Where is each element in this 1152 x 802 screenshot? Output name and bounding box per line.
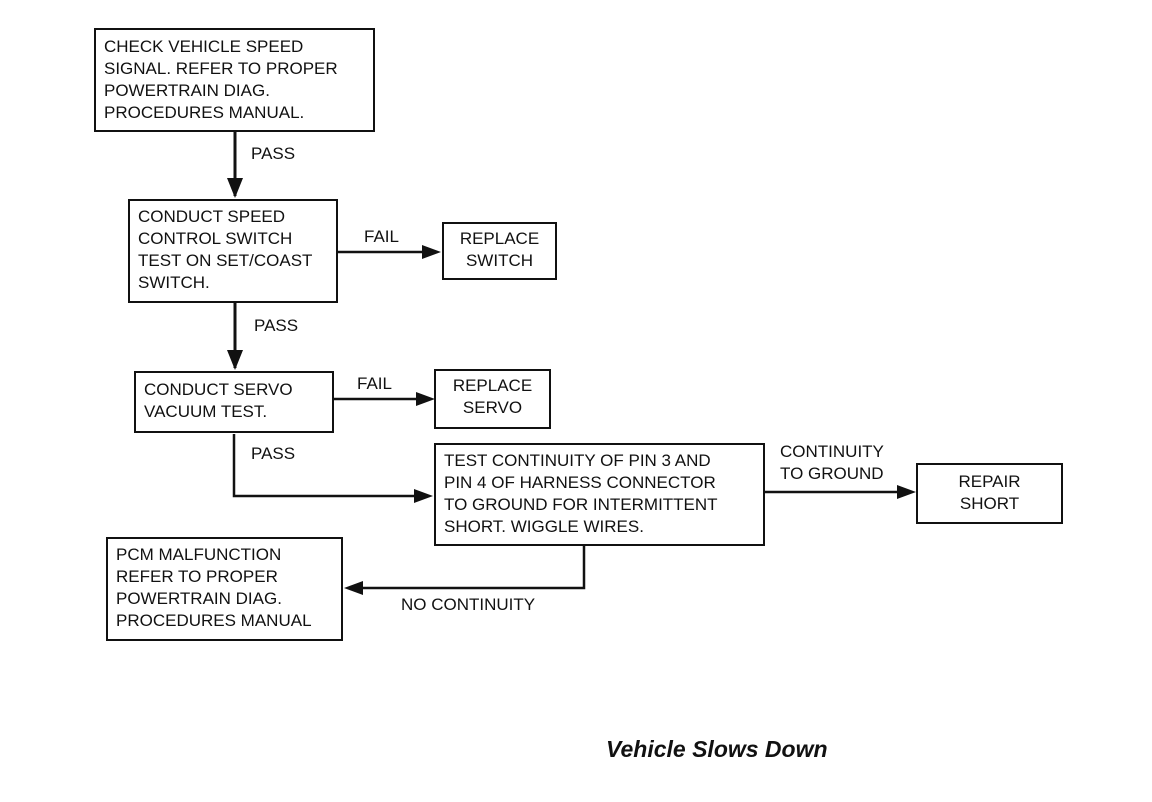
replace-switch-box: REPLACE SWITCH <box>442 222 557 280</box>
continuity-test-line: TO GROUND FOR INTERMITTENT <box>444 495 718 514</box>
repair-short-box: REPAIR SHORT <box>916 463 1063 524</box>
edge-label-pass: PASS <box>254 316 299 335</box>
pcm-malfunction-line: PROCEDURES MANUAL <box>116 611 312 630</box>
edge-label-continuity-to-ground: CONTINUITY TO GROUND <box>780 441 884 485</box>
switch-test-line: TEST ON SET/COAST <box>138 251 313 270</box>
replace-servo-box: REPLACE SERVO <box>434 369 551 429</box>
arrowhead-continuity-test-to-pcm-malfunction <box>344 581 363 595</box>
switch-test-line: CONDUCT SPEED <box>138 207 286 226</box>
replace-switch-line: REPLACE <box>459 229 540 248</box>
arrowhead-check-to-switch-test <box>227 178 243 198</box>
continuity-test-line: SHORT. WIGGLE WIRES. <box>444 517 644 536</box>
edge-label-no-continuity: NO CONTINUITY <box>401 595 536 614</box>
repair-short-line: REPAIR <box>958 472 1021 491</box>
replace-switch-line: SWITCH <box>465 251 534 270</box>
arrowhead-continuity-test-to-repair-short <box>897 485 916 499</box>
check-vss-line: CHECK VEHICLE SPEED <box>104 37 304 56</box>
pcm-malfunction-line: REFER TO PROPER <box>116 567 278 586</box>
servo-vacuum-test-box: CONDUCT SERVO VACUUM TEST. <box>134 371 334 433</box>
continuity-test-line: PIN 4 OF HARNESS CONNECTOR <box>444 473 716 492</box>
continuity-test-line: TEST CONTINUITY OF PIN 3 AND <box>444 451 711 470</box>
servo-test-line: VACUUM TEST. <box>144 402 268 421</box>
speed-control-switch-test-box: CONDUCT SPEED CONTROL SWITCH TEST ON SET… <box>128 199 338 303</box>
edge-label-fail: FAIL <box>364 227 399 246</box>
replace-servo-line: SERVO <box>462 398 523 417</box>
continuity-to-ground-line: TO GROUND <box>780 464 884 483</box>
check-vss-line: SIGNAL. REFER TO PROPER <box>104 59 338 78</box>
pcm-malfunction-box: PCM MALFUNCTION REFER TO PROPER POWERTRA… <box>106 537 343 641</box>
check-vss-line: POWERTRAIN DIAG. <box>104 81 270 100</box>
arrowhead-switch-test-to-servo-test <box>227 350 243 370</box>
edge-label-pass: PASS <box>251 144 296 163</box>
continuity-to-ground-line: CONTINUITY <box>780 442 884 461</box>
switch-test-line: CONTROL SWITCH <box>138 229 293 248</box>
repair-short-line: SHORT <box>959 494 1020 513</box>
edge-label-pass: PASS <box>251 444 296 463</box>
edge-label-fail: FAIL <box>357 374 392 393</box>
diagram-caption: Vehicle Slows Down <box>606 736 828 762</box>
pcm-malfunction-line: PCM MALFUNCTION <box>116 545 282 564</box>
arrow-continuity-test-to-pcm-malfunction <box>357 545 586 590</box>
arrowhead-switch-test-to-replace-switch <box>422 245 441 259</box>
check-vehicle-speed-box: CHECK VEHICLE SPEED SIGNAL. REFER TO PRO… <box>94 28 375 132</box>
servo-test-line: CONDUCT SERVO <box>144 380 293 399</box>
replace-servo-line: REPLACE <box>452 376 533 395</box>
arrow-servo-test-to-continuity-test <box>232 434 420 498</box>
arrowhead-servo-test-to-replace-servo <box>416 392 435 406</box>
continuity-test-box: TEST CONTINUITY OF PIN 3 AND PIN 4 OF HA… <box>434 443 765 546</box>
arrowhead-servo-test-to-continuity-test <box>414 489 433 503</box>
switch-test-line: SWITCH. <box>138 273 210 292</box>
pcm-malfunction-line: POWERTRAIN DIAG. <box>116 589 282 608</box>
check-vss-line: PROCEDURES MANUAL. <box>104 103 305 122</box>
